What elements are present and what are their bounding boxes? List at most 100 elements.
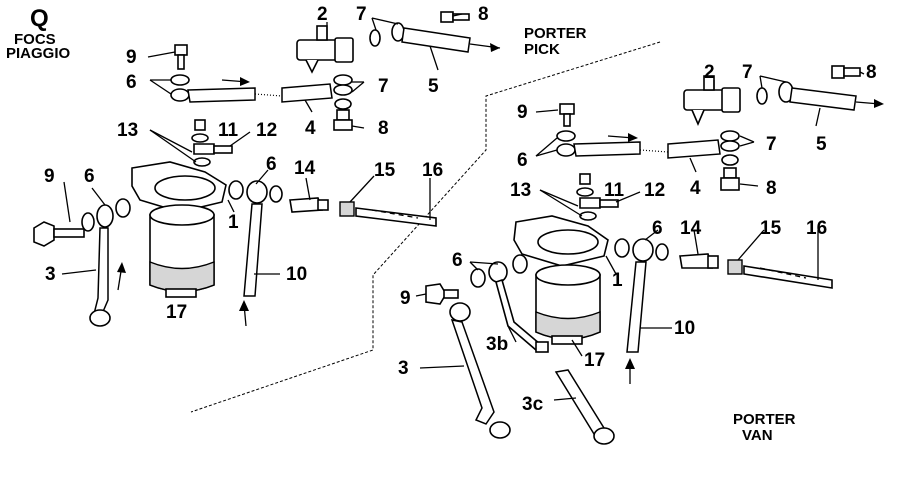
hose-part: [93, 227, 109, 315]
banjo-end: [593, 427, 615, 445]
callout-7: 7: [356, 4, 367, 25]
callout-15: 15: [374, 160, 396, 181]
flow-arrowhead: [240, 77, 250, 86]
callout-8: 8: [766, 178, 777, 199]
washer-part: [369, 29, 381, 47]
hose-part: [626, 261, 647, 353]
fitting-part: [339, 201, 355, 217]
callout-7: 7: [378, 76, 389, 97]
hose-dotted-gap: [254, 93, 283, 97]
header-line-1: FOCS: [14, 31, 56, 48]
flow-arrowhead: [490, 43, 500, 52]
leader-lines: [61, 13, 463, 275]
hose-part: [573, 141, 641, 157]
bolt-part: [440, 11, 470, 23]
hose-part: [789, 87, 857, 111]
bolt-part: [425, 283, 447, 305]
filter-cap: [537, 229, 599, 255]
callout-9: 9: [44, 166, 55, 187]
callout-6: 6: [84, 166, 95, 187]
callout-1: 1: [612, 270, 623, 291]
fitting-part: [599, 199, 619, 208]
callout-6: 6: [266, 154, 277, 175]
washer-part: [334, 98, 352, 110]
van-label-line-2: VAN: [742, 427, 773, 444]
flow-arrow-dashed: [759, 267, 807, 279]
callout-6: 6: [517, 150, 528, 171]
callout-16: 16: [806, 218, 827, 239]
hose-part: [450, 319, 495, 425]
bolt-part: [336, 109, 350, 121]
washer-part: [632, 238, 654, 262]
bolt-part: [723, 167, 737, 179]
right-assembly: 2 7 8 9 6 7 5 4 8 13 11 12 6 14 15 16 6 …: [398, 62, 884, 445]
hose-part: [187, 87, 256, 103]
washer-part: [193, 157, 211, 167]
valve-part: [683, 75, 741, 127]
van-label-line-1: PORTER: [733, 411, 796, 428]
callout-5: 5: [428, 76, 439, 97]
hose-part: [281, 83, 333, 103]
fitting-part: [317, 199, 329, 211]
callout-15: 15: [760, 218, 782, 239]
callout-14: 14: [294, 158, 316, 179]
callout-3c: 3c: [522, 394, 544, 415]
flow-arrowhead: [874, 99, 884, 108]
callout-4: 4: [690, 178, 701, 199]
pipe-part: [355, 207, 437, 227]
flow-arrowhead: [239, 300, 249, 311]
banjo-end: [449, 302, 471, 322]
bolt-part: [177, 54, 185, 70]
bolt-part: [720, 177, 740, 191]
washer-part: [614, 238, 630, 258]
leader-lines: [415, 71, 865, 401]
washer-part: [246, 180, 268, 204]
washer-part: [655, 243, 669, 261]
callout-8: 8: [378, 118, 389, 139]
callout-7: 7: [766, 134, 777, 155]
bolt-part: [33, 221, 55, 247]
callout-14: 14: [680, 218, 702, 239]
callout-9: 9: [400, 288, 411, 309]
bolt-part: [563, 113, 571, 127]
callout-13: 13: [117, 120, 138, 141]
hose-part: [667, 139, 721, 159]
fitting-part: [193, 143, 215, 155]
flow-arrowhead: [117, 262, 126, 273]
callout-13: 13: [510, 180, 531, 201]
fitting-part: [579, 197, 601, 209]
fitting-part: [535, 341, 549, 353]
washer-part: [576, 187, 594, 197]
filter-canister-part: [149, 204, 215, 298]
callout-5: 5: [816, 134, 827, 155]
callout-3b: 3b: [486, 334, 508, 355]
flow-arrowhead: [625, 358, 635, 369]
valve-part: [296, 25, 354, 74]
fitting-part: [727, 259, 743, 275]
banjo-end: [489, 421, 511, 439]
callout-1: 1: [228, 212, 239, 233]
washer-part: [228, 180, 244, 200]
callout-2: 2: [704, 62, 715, 83]
callout-12: 12: [256, 120, 277, 141]
bolt-part: [333, 119, 353, 131]
left-assembly: 2 7 8 9 6 7 5 4 8 13 11 12 9 6 6 14 15 1…: [33, 4, 501, 327]
callout-4: 4: [305, 118, 316, 139]
hose-dotted-gap: [639, 149, 669, 153]
pick-label-line-1: PORTER: [524, 25, 587, 42]
washer-part: [488, 261, 508, 283]
fitting-part: [707, 255, 719, 269]
washer-part: [333, 74, 353, 86]
diagram-header: Q FOCS PIAGGIO: [6, 5, 71, 62]
hose-part: [401, 27, 471, 53]
washer-part: [556, 130, 576, 142]
section-label-pick: PORTER PICK: [524, 25, 587, 58]
hose-part: [554, 369, 606, 436]
bolt-part: [579, 173, 591, 185]
washer-part: [720, 130, 740, 142]
fitting-part: [213, 145, 233, 154]
header-line-2: PIAGGIO: [6, 45, 71, 62]
callout-17: 17: [166, 302, 187, 323]
pipe-part: [743, 265, 833, 289]
washer-part: [556, 143, 576, 157]
